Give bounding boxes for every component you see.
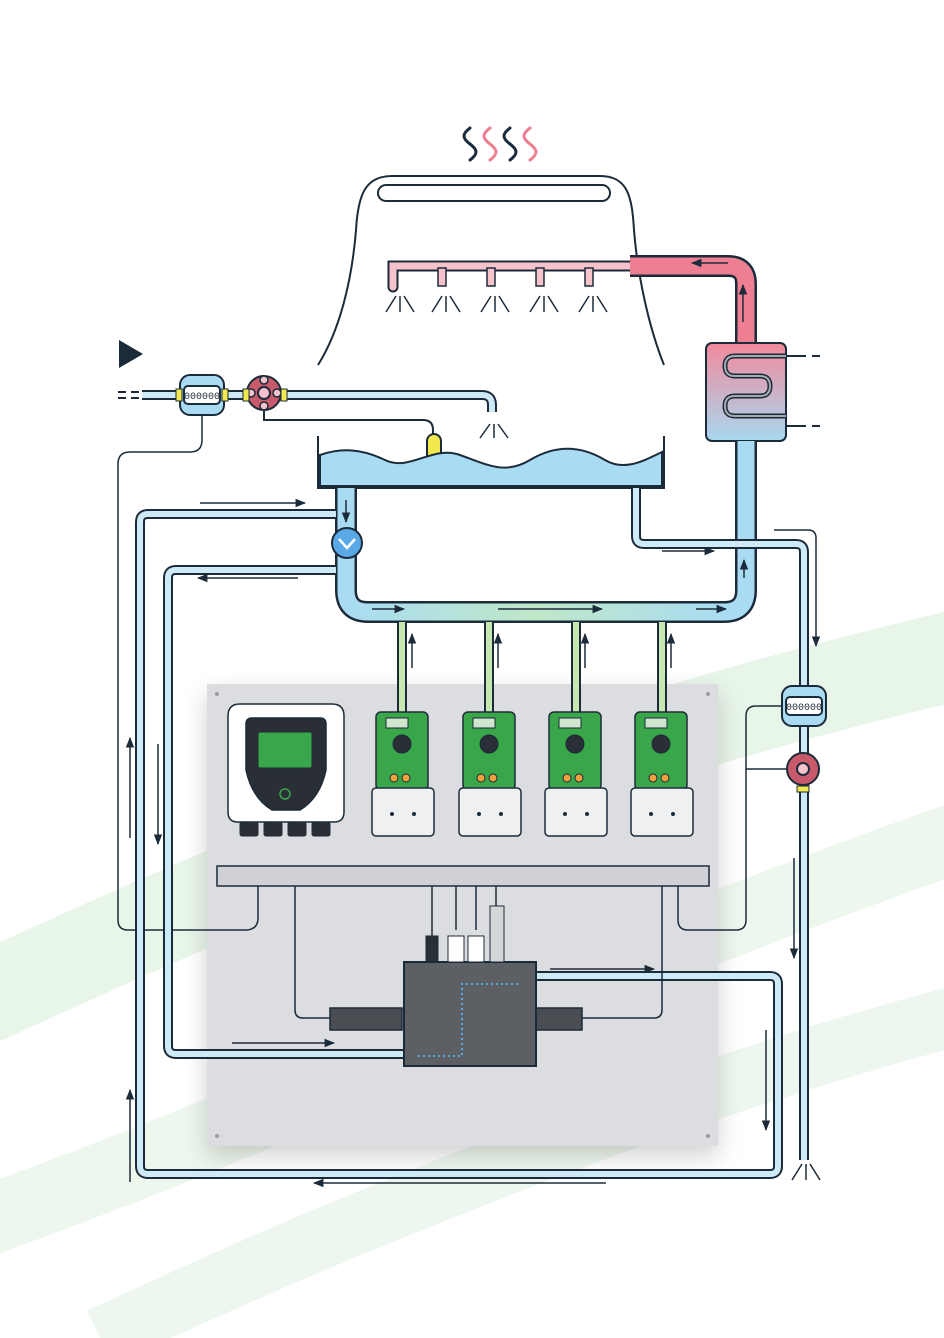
heat-vapor-icon	[462, 126, 538, 162]
probe-icon	[425, 886, 505, 963]
cable-gland-icon	[239, 821, 331, 837]
power-icon	[279, 788, 291, 800]
dosing-pumps	[371, 711, 694, 837]
flow-meter-icon: 000000	[781, 685, 827, 727]
riser-pipe	[723, 441, 757, 623]
dosing-pump	[458, 711, 522, 837]
hot-return-pipe	[630, 255, 757, 345]
sample-lines	[125, 498, 783, 1188]
flow-meter-icon: 000000	[175, 374, 229, 416]
heat-exchanger	[705, 342, 820, 442]
spray-pattern-icon	[479, 423, 509, 439]
spray-pattern-icon	[385, 295, 608, 313]
valve-icon	[786, 752, 820, 793]
circulation-pipes	[335, 488, 746, 623]
tower-basin	[317, 436, 665, 489]
cooling-tower	[317, 175, 665, 366]
sensor-manifold	[294, 886, 663, 1067]
chemical-lines	[397, 622, 676, 712]
blowdown-line: 000000	[677, 529, 827, 1181]
circulation-pump-icon	[331, 527, 363, 559]
svg-text:000000: 000000	[184, 392, 220, 403]
inlet-arrow-icon	[119, 340, 143, 368]
dosing-pump	[371, 711, 435, 837]
controller-screen	[257, 731, 313, 769]
spray-pattern-icon	[791, 1163, 821, 1181]
valve-icon	[242, 375, 288, 411]
controller-unit	[227, 703, 345, 837]
makeup-water-line: 000000	[117, 340, 509, 931]
panel-shelf	[216, 865, 710, 887]
dosing-pump	[544, 711, 608, 837]
spray-header	[385, 260, 636, 313]
svg-text:000000: 000000	[786, 703, 822, 714]
spray-nozzle-icon	[437, 267, 594, 287]
dosing-pump	[630, 711, 694, 837]
